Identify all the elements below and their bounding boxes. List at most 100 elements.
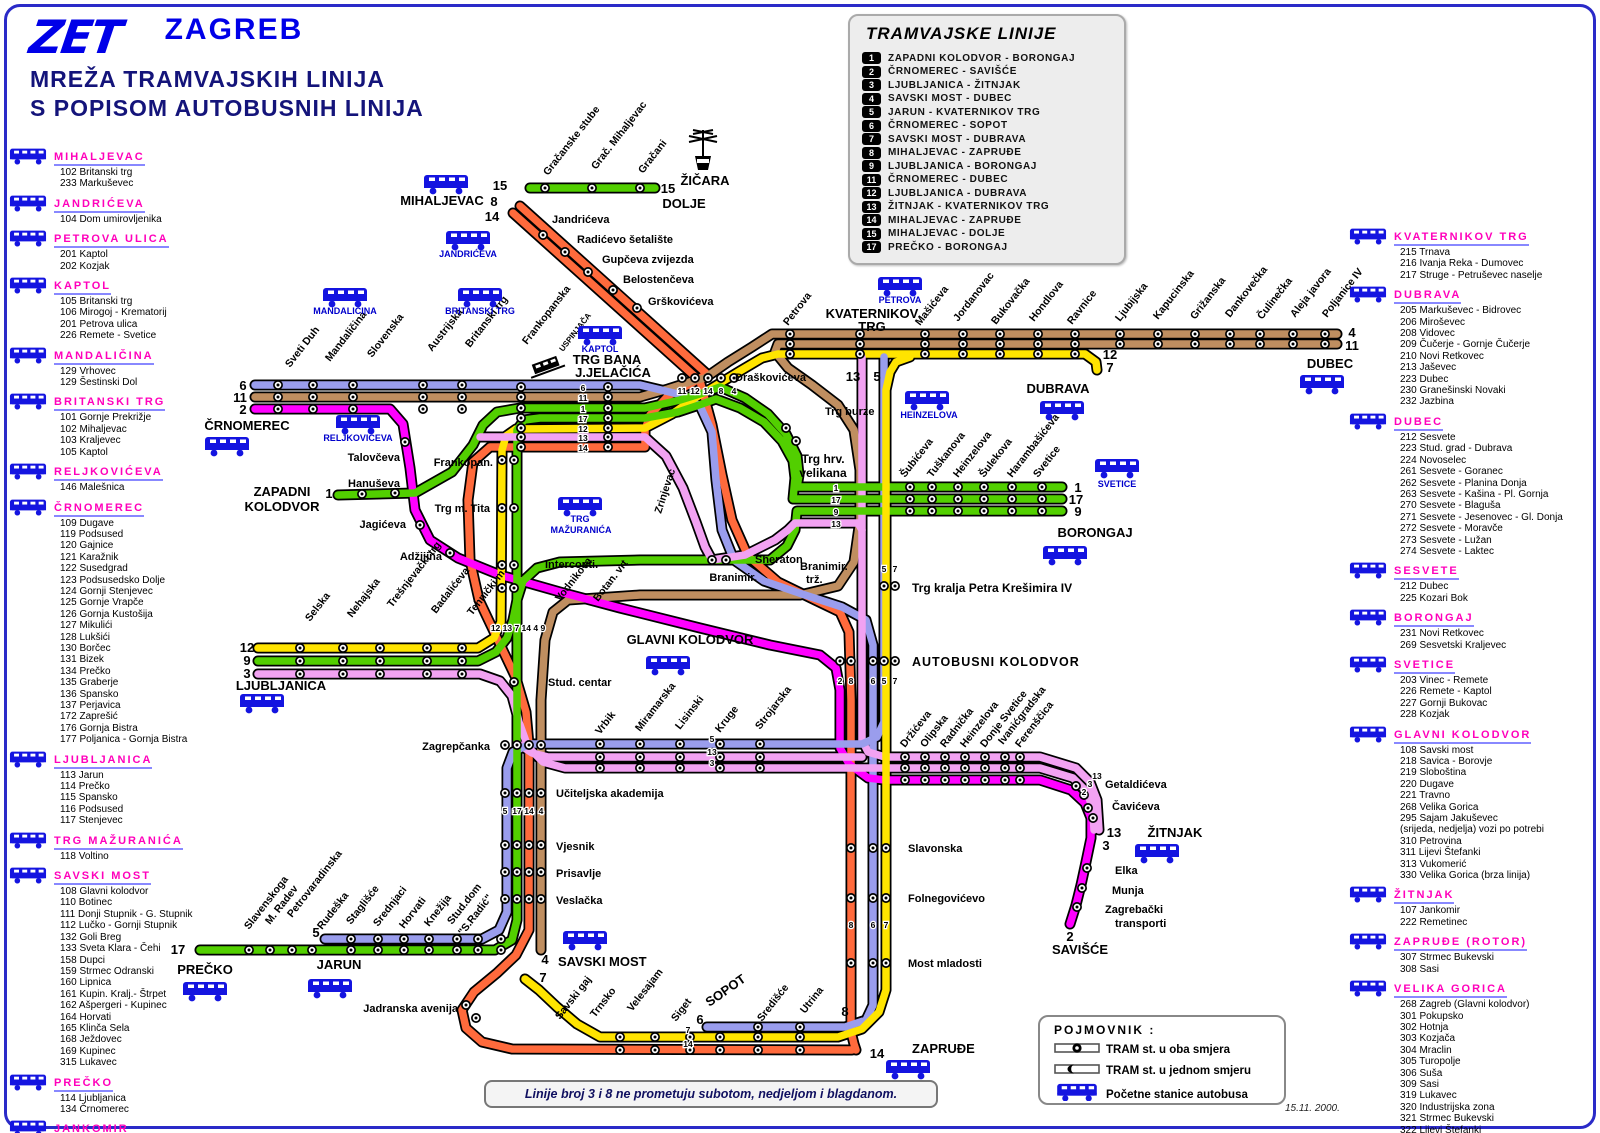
tram-stop-center <box>341 659 345 663</box>
bus-route-item: 263 Sesvete - Kašina - Pl. Gornja <box>1400 488 1549 500</box>
bus-terminal-icon <box>323 288 367 308</box>
tram-stop-center <box>298 659 302 663</box>
tram-stop-center <box>1086 806 1090 810</box>
bus-route-item: 224 Novoselec <box>1400 454 1467 466</box>
map-label: Grižanska <box>1188 275 1228 322</box>
tram-stop-center <box>893 584 897 588</box>
bus-route-item: 270 Sesvete - Blaguša <box>1400 500 1501 512</box>
map-label: 7 <box>884 920 889 930</box>
bus-icon <box>9 1074 47 1091</box>
bus-route-item: 125 Gornje Vrapče <box>60 597 144 609</box>
tram-stop-center <box>427 948 431 952</box>
map-label: 8 <box>719 386 724 396</box>
map-date: 15.11. 2000. <box>1285 1103 1340 1114</box>
map-label: Frankopan. <box>434 457 493 469</box>
bus-route-item: 129 Vrhovec <box>60 365 116 377</box>
map-label: PETROVA <box>879 295 922 305</box>
terminal-heading: KAPTOL <box>8 275 220 296</box>
bus-route-list: 118 Voltino <box>60 851 220 862</box>
terminal-name: KAPTOL <box>54 280 112 296</box>
map-label: 14 <box>524 806 534 816</box>
map-label: Belostenčeva <box>623 274 695 286</box>
bus-route-item: 105 Britanski trg <box>60 296 133 308</box>
bus-icon <box>1349 228 1387 245</box>
bus-icon <box>1349 887 1387 903</box>
bus-terminal-icon <box>9 867 47 884</box>
terminal-heading: JANKOMIR <box>8 1118 220 1133</box>
tram-stop-center <box>403 440 407 444</box>
bus-terminal-icon <box>9 499 47 516</box>
terminal-heading: PREČKO <box>8 1072 220 1092</box>
map-label: Lisinski <box>673 694 707 732</box>
bus-route-item: 216 Ivanja Reka - Dumovec <box>1400 258 1524 270</box>
tram-stop-center <box>982 485 986 489</box>
map-label: JARUN <box>317 957 362 972</box>
bus-route-item: 261 Sesvete - Goranec <box>1400 466 1503 478</box>
map-label: transporti <box>1115 918 1166 930</box>
tram-stop-center <box>1080 886 1084 890</box>
map-label: Jadranska avenija <box>363 1003 459 1015</box>
map-label: 12 <box>690 386 700 396</box>
tram-stop-center <box>455 948 459 952</box>
tram-stop-center <box>798 1048 802 1052</box>
bus-route-item: 273 Sesvete - Lužan <box>1400 534 1492 546</box>
bus-route-item: 322 Lijevi Štefanki <box>1400 1124 1482 1133</box>
bus-terminal-icon <box>9 277 47 294</box>
tram-stop-center <box>732 376 736 380</box>
map-label: 8 <box>841 1004 848 1019</box>
tram-stop-center <box>606 395 610 399</box>
tram-stop-center <box>788 332 792 336</box>
bus-terminal-icon <box>886 1060 930 1080</box>
bus-icon <box>1349 413 1387 430</box>
tram-stop-center <box>930 485 934 489</box>
terminal-name: GLAVNI KOLODVOR <box>1394 729 1532 744</box>
map-label: DOLJE <box>662 196 706 211</box>
tram-stop-center <box>923 332 927 336</box>
map-label: 6 <box>239 378 246 393</box>
tram-stop-center <box>963 778 967 782</box>
tram-stop-center <box>758 742 762 746</box>
map-label: 17 <box>171 942 185 957</box>
tram-stop-center <box>519 426 523 430</box>
tram-stop-center <box>908 497 912 501</box>
bus-route-item: 203 Vinec - Remete <box>1400 674 1489 686</box>
bus-route-item: 108 Glavni kolodvor <box>60 886 149 898</box>
tram-stop-center <box>678 755 682 759</box>
line-route-label: ČRNOMEREC - DUBEC <box>888 174 1009 185</box>
tram-stop-center <box>586 270 590 274</box>
bus-route-item: 119 Podsused <box>60 528 124 540</box>
tram-stop-center <box>519 395 523 399</box>
bus-terminal-icon <box>1040 401 1084 421</box>
terminal-heading: BRITANSKI TRG <box>8 391 220 412</box>
map-label: 8 <box>490 194 497 209</box>
terminal-name: SAVSKI MOST <box>54 870 151 886</box>
tram-stop-center <box>963 755 967 759</box>
bus-route-item: 117 Stenjevec <box>60 815 123 827</box>
bus-route-item: 146 Malešnica <box>60 482 125 494</box>
tram-stop-center <box>500 458 504 462</box>
map-label: 17 <box>512 806 522 816</box>
bus-route-item: 227 Gornji Bukovac <box>1400 697 1488 709</box>
bus-terminal-icon <box>205 437 249 457</box>
map-label: Branimir. <box>709 572 757 584</box>
bus-route-item: 215 Trnava <box>1400 247 1451 258</box>
bus-icon <box>9 867 47 884</box>
map-label: Getaldićeva <box>1105 779 1168 791</box>
map-label: Kruge <box>713 703 741 734</box>
tram-stop-center <box>903 778 907 782</box>
map-label: Jordanovac <box>951 270 997 324</box>
tram-stop-center <box>376 948 380 952</box>
tram-stop-center <box>1040 485 1044 489</box>
tram-stop-center <box>499 937 503 941</box>
tram-stop-center <box>515 843 519 847</box>
bus-route-item: 202 Kozjak <box>60 260 110 272</box>
bus-route-item: 103 Kraljevec <box>60 435 121 447</box>
tram-stop-center <box>598 742 602 746</box>
bus-terminal-icon <box>1349 609 1387 626</box>
